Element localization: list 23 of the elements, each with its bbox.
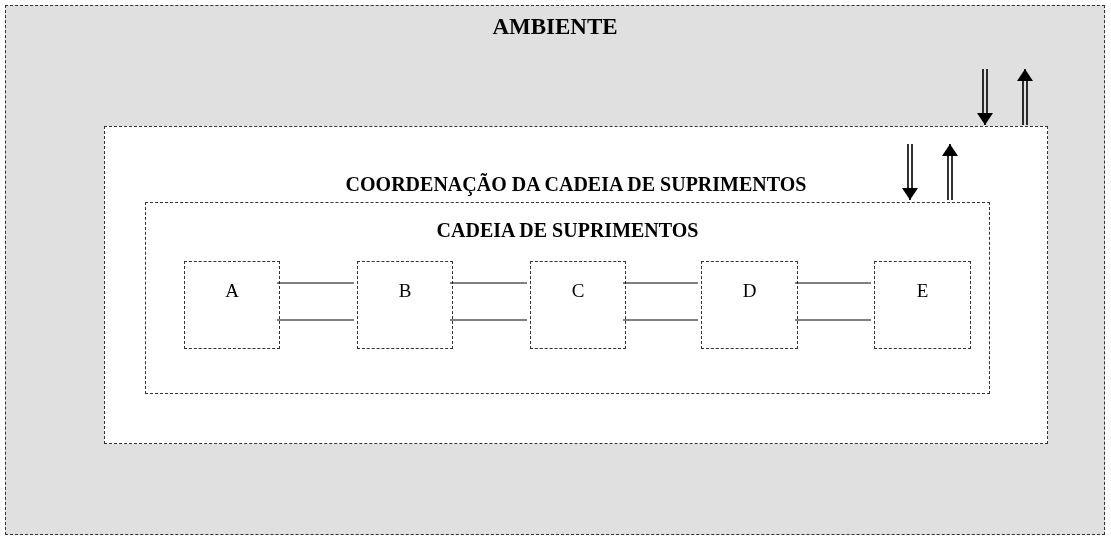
region-box — [104, 126, 1048, 444]
arrow — [1017, 68, 1033, 126]
region-title: COORDENAÇÃO DA CADEIA DE SUPRIMENTOS — [344, 173, 808, 196]
connector-line — [276, 282, 355, 284]
region-box — [5, 5, 1105, 535]
process-box: C — [530, 261, 626, 349]
process-box: A — [184, 261, 280, 349]
region-box — [145, 202, 990, 394]
arrow — [942, 143, 958, 201]
arrow — [902, 143, 918, 201]
process-box: E — [874, 261, 971, 349]
region-title: CADEIA DE SUPRIMENTOS — [435, 219, 700, 242]
connector-line — [449, 319, 528, 321]
region-title: AMBIENTE — [491, 14, 619, 40]
process-box: D — [701, 261, 798, 349]
connector-line — [276, 319, 355, 321]
connector-line — [794, 282, 872, 284]
connector-line — [449, 282, 528, 284]
connector-line — [622, 282, 699, 284]
connector-line — [622, 319, 699, 321]
process-box: B — [357, 261, 453, 349]
connector-line — [794, 319, 872, 321]
arrow — [977, 68, 993, 126]
